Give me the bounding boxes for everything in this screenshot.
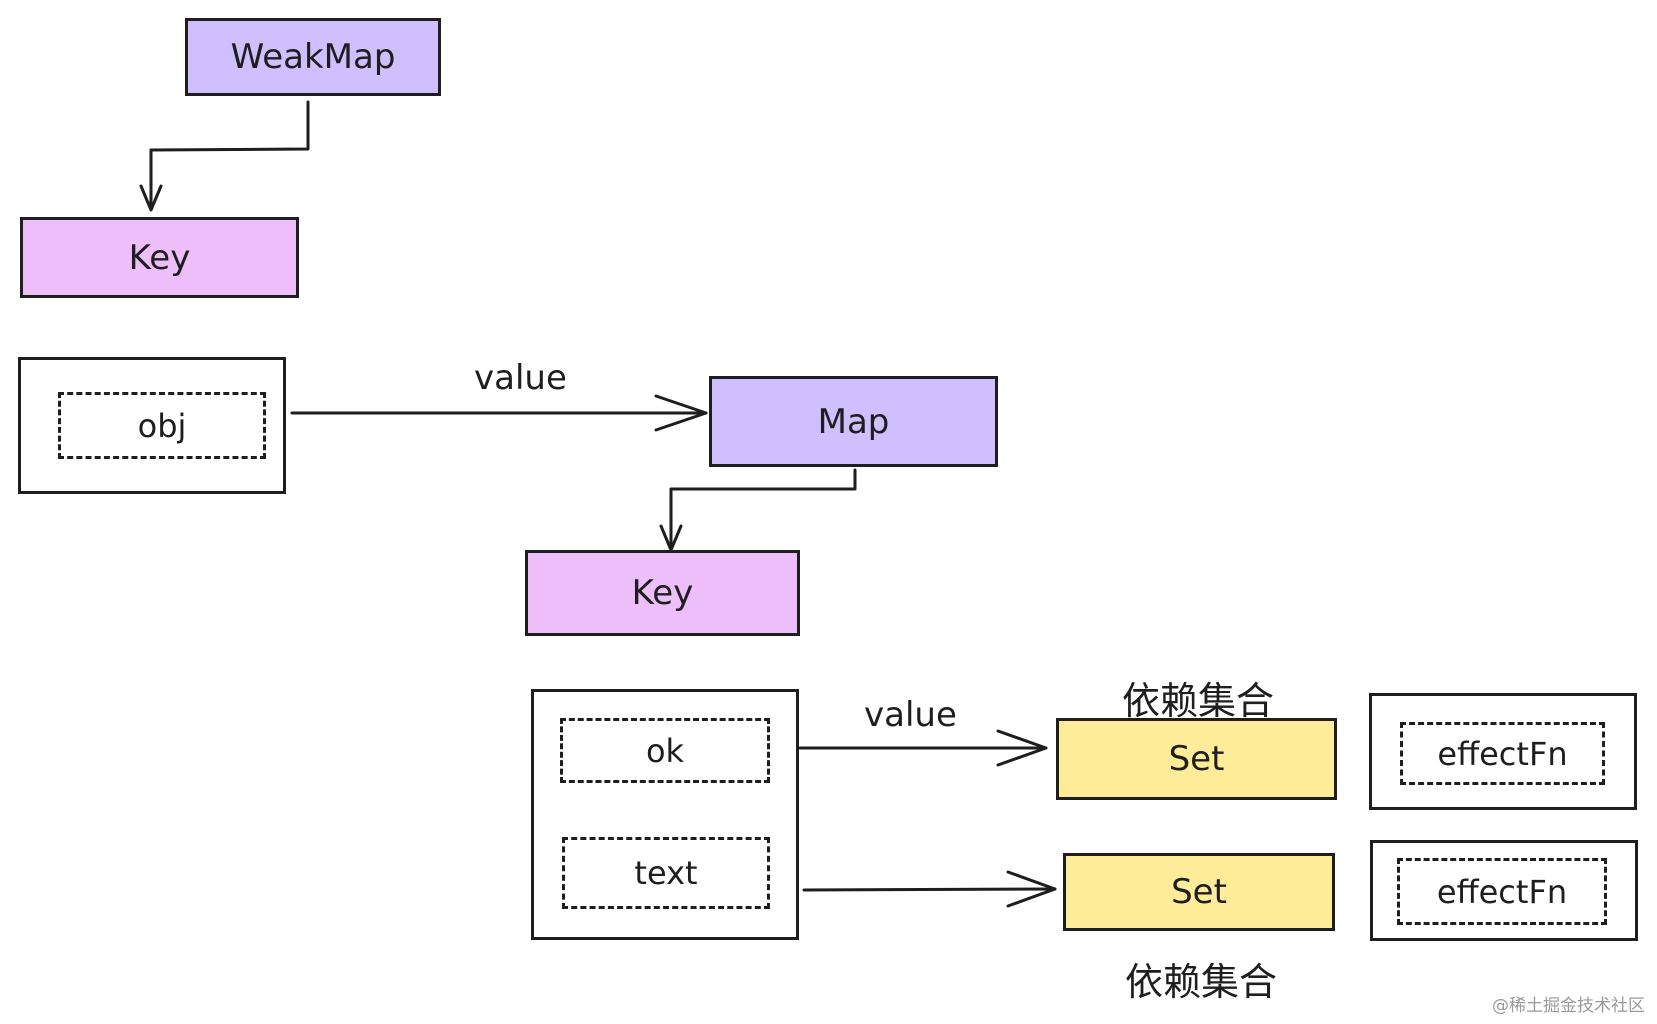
- effect-container-1: [1369, 693, 1637, 810]
- set-box-2: Set: [1063, 853, 1335, 931]
- properties-container: [531, 689, 799, 940]
- map-box: Map: [709, 376, 998, 467]
- text-label: text: [634, 854, 698, 892]
- connector-text-set: [802, 887, 1057, 892]
- value-label-1: value: [474, 358, 567, 398]
- effectfn-label-2: effectFn: [1436, 872, 1568, 911]
- key-box-1: Key: [20, 217, 299, 298]
- set-box-1: Set: [1056, 718, 1337, 800]
- arrowhead-weakmap-key: [139, 184, 163, 212]
- key-box-2: Key: [525, 550, 800, 636]
- dependency-set-label-top: 依赖集合: [1122, 679, 1275, 723]
- weakmap-label: WeakMap: [230, 37, 396, 77]
- effectfn-label-1: effectFn: [1437, 734, 1568, 773]
- map-label: Map: [817, 401, 890, 442]
- obj-field: obj: [58, 392, 266, 459]
- arrowhead-ok-set: [996, 729, 1048, 767]
- arrowhead-obj-map: [654, 394, 708, 432]
- arrowhead-text-set: [1006, 870, 1057, 908]
- obj-container: [18, 357, 286, 494]
- ok-field: ok: [560, 718, 770, 783]
- ok-label: ok: [645, 731, 685, 770]
- set-label-1: Set: [1168, 739, 1225, 779]
- dependency-set-label-bottom: 依赖集合: [1125, 960, 1278, 1004]
- connector-weakmap-key: [149, 100, 310, 210]
- value-label-2: value: [864, 695, 957, 735]
- set-label-2: Set: [1171, 872, 1227, 912]
- effectfn-field-1: effectFn: [1400, 722, 1605, 785]
- watermark: @稀土掘金技术社区: [1492, 996, 1645, 1016]
- connector-map-key: [669, 468, 857, 550]
- obj-label: obj: [137, 406, 187, 445]
- key-label-2: Key: [631, 573, 694, 613]
- effectfn-field-2: effectFn: [1397, 858, 1607, 925]
- text-field: text: [562, 837, 770, 909]
- key-label-1: Key: [128, 237, 191, 278]
- weakmap-box: WeakMap: [185, 18, 441, 96]
